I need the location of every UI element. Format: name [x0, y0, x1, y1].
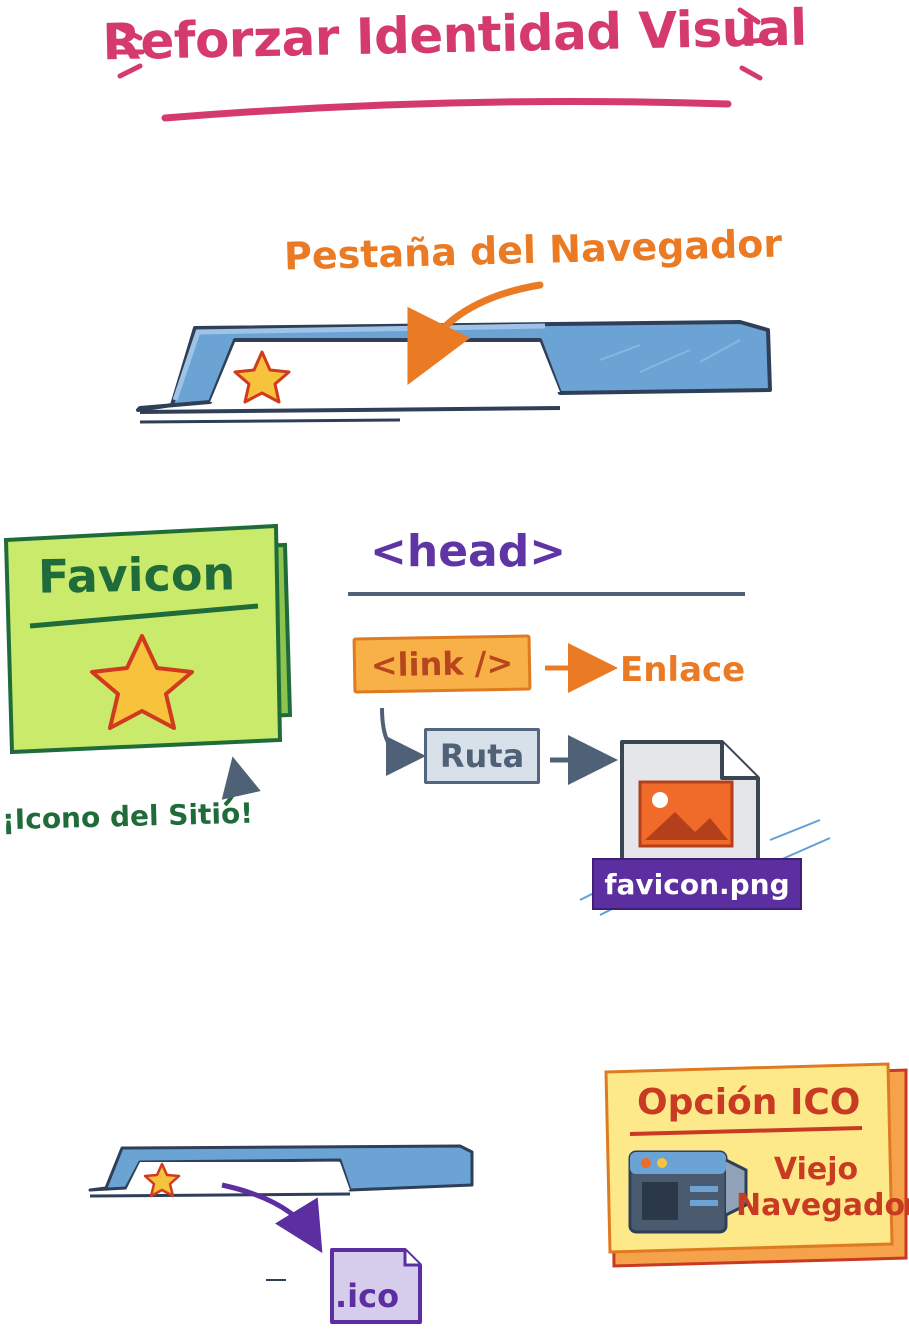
file-name-badge: favicon.png	[592, 858, 802, 910]
title-decoration	[115, 7, 769, 122]
path-box: Ruta	[424, 728, 540, 784]
ico-arrow-icon	[221, 1182, 323, 1254]
ico-option-title: Opción ICO	[637, 1082, 861, 1123]
favicon-card	[3, 523, 293, 755]
caption-arrow-icon	[221, 756, 261, 807]
star-icon	[233, 350, 291, 404]
link-to-ruta-arrow	[380, 707, 426, 776]
favicon-star-icon	[90, 634, 194, 730]
link-meaning-label: Enlace	[620, 650, 746, 690]
ico-option-subtitle: Viejo Navegador	[736, 1152, 909, 1223]
favicon-card-title: Favicon	[37, 546, 236, 604]
ico-file-icon	[330, 1248, 422, 1324]
head-tag: <head>	[370, 526, 567, 577]
ico-file-label: .ico	[335, 1277, 400, 1315]
small-browser-tab	[88, 1144, 474, 1281]
tab-arrow-icon	[407, 281, 544, 386]
old-browser-icon	[628, 1150, 748, 1234]
link-tag-box: <link />	[352, 634, 532, 694]
site-icon-caption: ¡Icono del Sitio!	[1, 796, 254, 837]
browser-tab	[136, 320, 772, 424]
small-star-icon	[143, 1162, 181, 1198]
image-file-icon	[579, 740, 831, 916]
